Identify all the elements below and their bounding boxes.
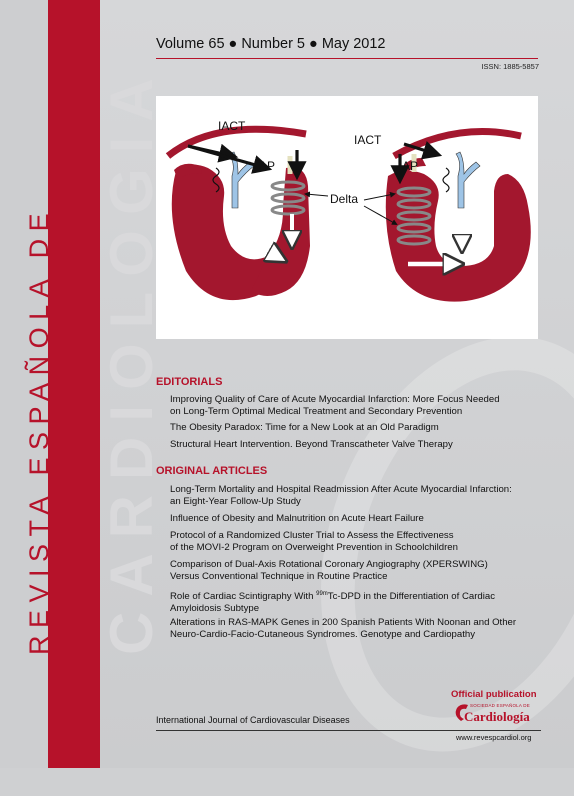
article-title-line: of the MOVI-2 Program on Overweight Prev… [170,542,458,553]
issue-line: Volume 65 ● Number 5 ● May 2012 [156,36,386,52]
article-title-line: Comparison of Dual-Axis Rotational Coron… [170,559,488,570]
editorial-item: Improving Quality of Care of Acute Myoca… [170,394,540,418]
section-original-articles-heading: ORIGINAL ARTICLES [156,465,268,477]
editorial-title-line: The Obesity Paradox: Time for a New Look… [170,422,439,433]
iact-label-right: IACT [354,133,382,147]
ap-label-left: AP [259,159,275,173]
journal-url: www.revespcardiol.org [456,733,532,742]
official-publication-label: Official publication [451,689,537,700]
article-title-line: Versus Conventional Technique in Routine… [170,571,388,582]
article-item: Role of Cardiac Scintigraphy With 99mTc-… [170,588,540,615]
heart-diagram: IACT AP [165,119,531,302]
editorial-title-line: Improving Quality of Care of Acute Myoca… [170,394,500,405]
editorial-title-line: Structural Heart Intervention. Beyond Tr… [170,439,453,450]
isotope-superscript: 99m [316,591,328,597]
society-logo-word: Cardiología [464,709,530,724]
editorial-title-line: on Long-Term Optimal Medical Treatment a… [170,406,463,417]
article-title-text: Role of Cardiac Scintigraphy With [170,591,317,603]
article-title-line: Protocol of a Randomized Cluster Trial t… [170,530,454,541]
article-title-line: Amyloidosis Subtype [170,603,260,615]
article-item: Comparison of Dual-Axis Rotational Coron… [170,559,540,583]
article-title-text: Tc-DPD in the Differentiation of Cardiac [327,591,496,603]
editorial-item: Structural Heart Intervention. Beyond Tr… [170,439,540,451]
title-band-grey [0,0,48,768]
ap-label-right: AP [402,159,418,173]
header-rule [156,58,538,59]
left-heart: IACT AP [165,119,310,301]
iact-label-left: IACT [218,119,246,133]
society-logo [455,704,468,721]
section-editorials-heading: EDITORIALS [156,376,223,388]
article-item: Long-Term Mortality and Hospital Readmis… [170,484,540,508]
article-item: Protocol of a Randomized Cluster Trial t… [170,530,540,554]
society-name: SOCIEDAD ESPAÑOLA DE [470,703,530,708]
article-title-line: Influence of Obesity and Malnutrition on… [170,513,424,524]
cover-figure: IACT AP [156,96,538,339]
article-item: Influence of Obesity and Malnutrition on… [170,513,540,525]
article-title-line: Long-Term Mortality and Hospital Readmis… [170,484,512,495]
right-heart: IACT AP [354,128,531,302]
article-title-line: Role of Cardiac Scintigraphy With 99mTc-… [170,588,540,603]
footer-rule [156,730,541,731]
delta-label: Delta [330,192,358,206]
issn: ISSN: 1885-5857 [481,62,539,71]
editorial-item: The Obesity Paradox: Time for a New Look… [170,422,540,434]
journal-subtitle: International Journal of Cardiovascular … [156,715,350,725]
article-title-line: Alterations in RAS-MAPK Genes in 200 Spa… [170,617,517,628]
article-title-line: Neuro-Cardio-Facio-Cutaneous Syndromes. … [170,629,476,640]
journal-title-line1: REVISTA ESPAÑOLA DE [24,205,54,655]
article-item: Alterations in RAS-MAPK Genes in 200 Spa… [170,617,540,641]
article-title-line: an Eight-Year Follow-Up Study [170,496,301,507]
